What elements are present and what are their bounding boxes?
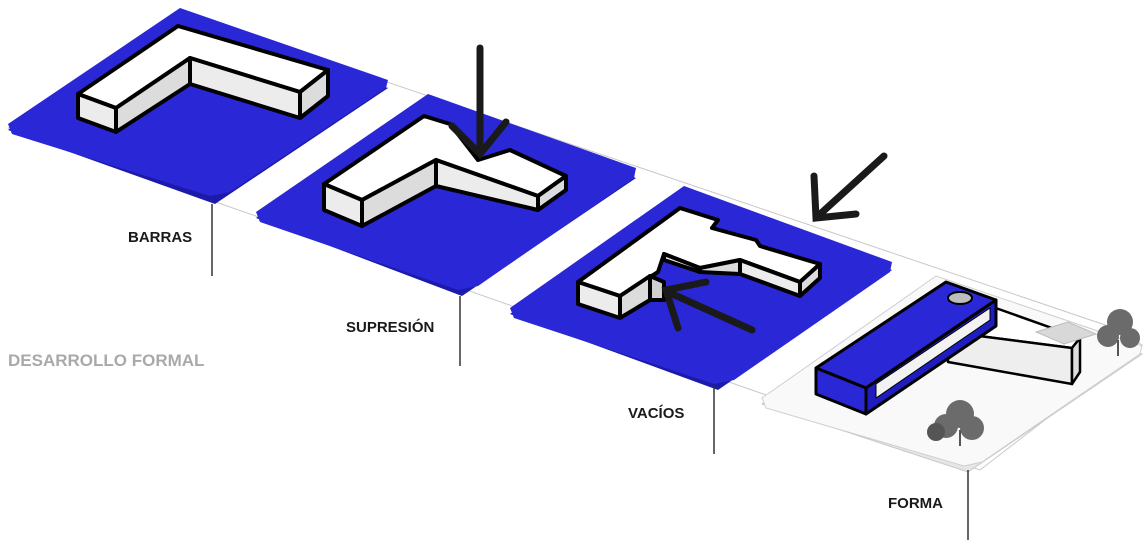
tree-icon (927, 400, 984, 446)
roof-plane (1034, 321, 1098, 345)
stage-supresion (256, 44, 636, 296)
mass-barras (76, 24, 330, 134)
mass-forma-blue (814, 280, 998, 416)
diagram-title: DESARROLLO FORMAL (8, 351, 204, 370)
site-base (761, 275, 1143, 467)
mass-vacios (576, 206, 822, 320)
stage-vacios (510, 152, 892, 390)
label-barras: BARRAS (128, 229, 192, 246)
arrow-down-icon (448, 44, 510, 160)
tree-icon (1097, 309, 1140, 356)
platform-barras (8, 8, 388, 196)
label-vacios: VACÍOS (628, 405, 684, 422)
skylight-icon (947, 291, 973, 305)
arrow-diagonal-top-icon (810, 152, 888, 222)
platform-supresion (256, 94, 636, 290)
stage-forma (760, 275, 1144, 473)
mass-supresion (322, 114, 568, 228)
stage-barras (8, 8, 388, 204)
leader-lines (211, 204, 969, 540)
label-forma: FORMA (888, 495, 943, 512)
arrow-diagonal-bottom-icon (661, 278, 756, 334)
label-supresion: SUPRESIÓN (346, 318, 434, 336)
